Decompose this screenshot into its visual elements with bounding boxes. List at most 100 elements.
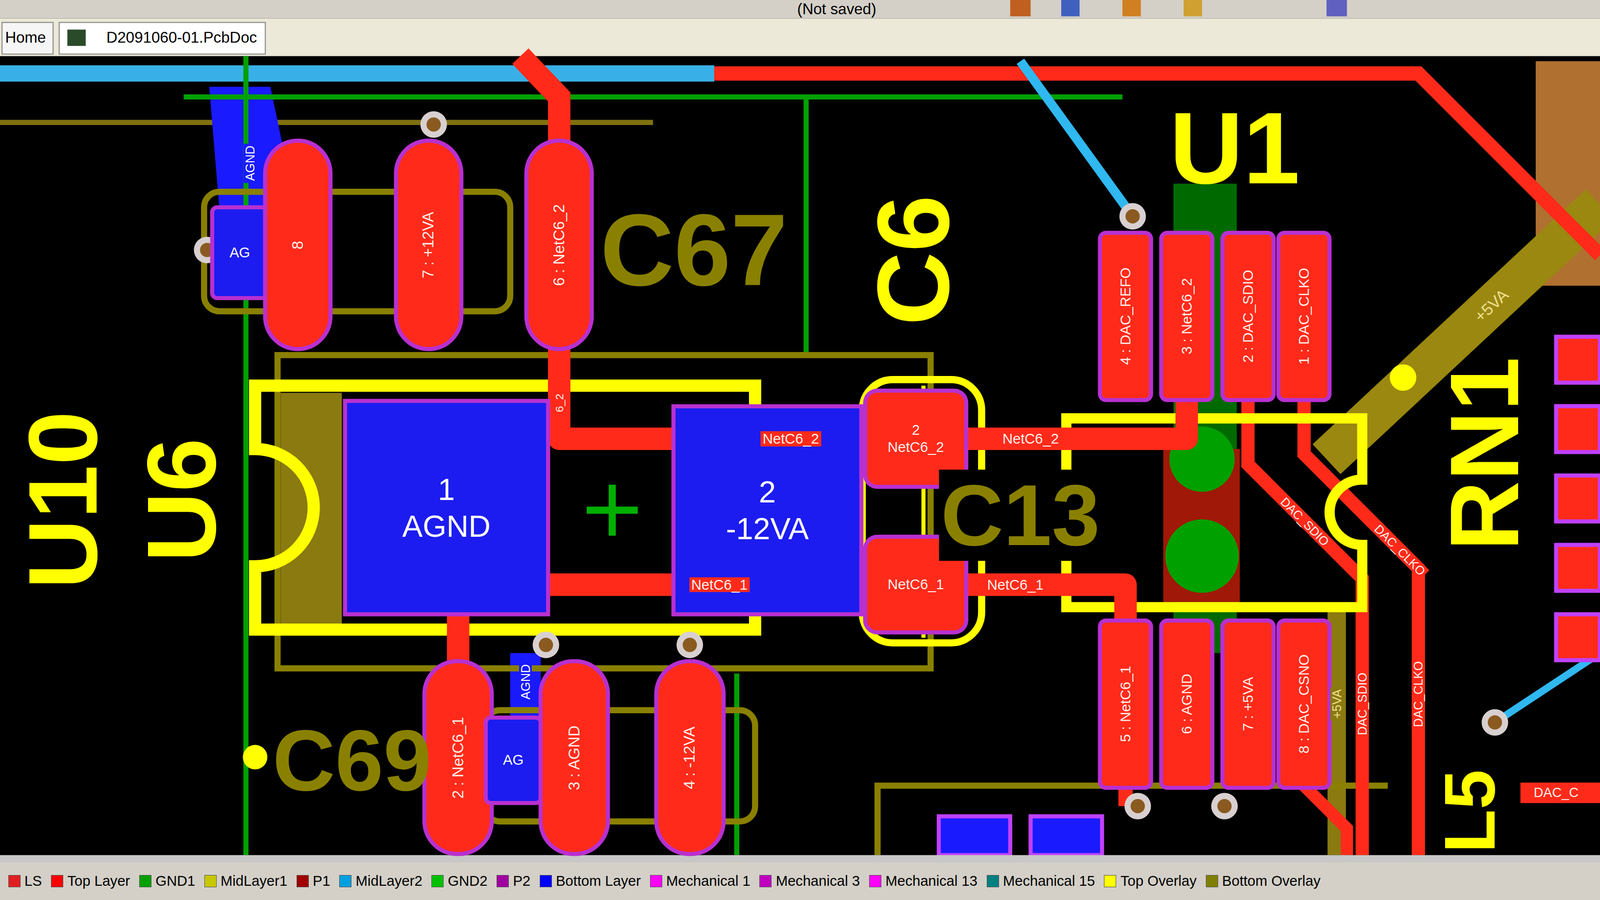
net-label: NetC6_1 [985, 576, 1046, 593]
copper-trace [964, 398, 1187, 439]
pad-label: 4 : -12VA [680, 724, 699, 792]
pad-label: 2 : DAC_SDIO [1239, 267, 1257, 365]
layer-tab: Bottom Layer [539, 873, 641, 890]
designator: RN1 [1433, 357, 1536, 552]
layer-name: P1 [312, 873, 331, 890]
designator: C13 [938, 469, 1102, 561]
net-label: NetC6_2 [760, 431, 822, 447]
layer-swatch [431, 875, 444, 888]
pad-label: 6 : NetC6_2 [550, 201, 569, 288]
layer-tab: Mechanical 13 [869, 873, 978, 890]
net-label: AGND [519, 661, 532, 701]
net-label: NetC6_2 [1000, 431, 1061, 447]
ic-pad: 3 : NetC6_2 [1163, 234, 1211, 399]
designator: U1 [1169, 94, 1300, 202]
soic-pad: 6 : NetC6_2 [528, 142, 590, 347]
tab-label: Home [4, 29, 46, 47]
layer-tab: Top Overlay [1103, 873, 1197, 890]
capacitor-pad: 1AGND [347, 402, 547, 613]
pad-label: 3 : NetC6_2 [1177, 275, 1196, 357]
pad-label: AGND [400, 507, 493, 545]
layer-swatch [204, 875, 217, 888]
layer-name: Bottom Overlay [1222, 873, 1321, 890]
net-label: 6_2 [553, 391, 566, 415]
layer-swatch [496, 875, 509, 888]
layer-tab: Mechanical 3 [759, 873, 860, 890]
bottom-pad: AG [487, 719, 539, 802]
status-label: (Not saved) [797, 0, 876, 18]
layer-tab: Bottom Overlay [1205, 873, 1321, 890]
pad-label: -12VA [724, 510, 811, 548]
pad-label: 7 : +5VA [1239, 675, 1257, 734]
layer-tab: Top Layer [50, 873, 130, 890]
layer-swatch [650, 875, 663, 888]
layer-swatch [50, 875, 64, 888]
layer-name: Mechanical 3 [775, 873, 861, 890]
layer-swatch [1103, 875, 1117, 888]
pad-label: 3 : AGND [565, 723, 584, 793]
soic-pad: 7 : +12VA [398, 142, 460, 347]
net-label: DAC_C [1531, 785, 1581, 800]
layer-tab: Mechanical 15 [986, 873, 1096, 890]
layer-tab: MidLayer2 [339, 873, 423, 890]
layer-name: LS [24, 873, 43, 890]
layer-swatch [339, 875, 352, 888]
net-label: +5VA [1330, 687, 1344, 721]
pad-label: 8 [288, 238, 307, 252]
soic-pad: 4 : -12VA [658, 663, 722, 852]
pad-label: 8 : DAC_CSNO [1295, 652, 1313, 756]
pad-label: 2 : NetC6_1 [449, 714, 468, 801]
layer-tab-bar: LSTop LayerGND1MidLayer1P1MidLayer2GND2P… [0, 862, 1600, 900]
layer-swatch [296, 875, 309, 888]
pad-label: 5 : NetC6_1 [1117, 663, 1135, 745]
layer-swatch [986, 875, 1000, 888]
layer-name: MidLayer2 [355, 873, 423, 890]
layer-swatch [1205, 875, 1219, 888]
net-label: +5VA [1470, 285, 1514, 328]
designator: C6 [859, 195, 968, 326]
designator: L5 [1431, 769, 1507, 853]
pad-label: 4 : DAC_REFO [1117, 265, 1135, 368]
net-label: DAC_CLKO [1370, 520, 1430, 580]
pad-label: 6 : AGND [1177, 672, 1196, 737]
layer-name: Mechanical 15 [1002, 873, 1096, 890]
ic-pad: 6 : AGND [1163, 622, 1211, 786]
ic-pad: 8 : DAC_CSNO [1280, 622, 1328, 786]
soic-pad: 3 : AGND [542, 663, 606, 852]
ic-pad: 1 : DAC_CLKO [1280, 234, 1328, 399]
layer-name: Mechanical 1 [666, 873, 751, 890]
designator: C67 [600, 196, 788, 304]
layer-name: Bottom Layer [555, 873, 641, 890]
pad-label: AG [500, 751, 526, 769]
layer-name: MidLayer1 [220, 873, 288, 890]
layer-swatch [759, 875, 772, 888]
layer-name: Top Layer [67, 873, 130, 890]
soic-pad: 2 : NetC6_1 [426, 663, 490, 852]
pad-label: NetC6_1 [885, 575, 947, 594]
layer-tab: LS [8, 873, 43, 890]
layer-swatch [8, 875, 21, 888]
layer-tab: P1 [296, 873, 331, 890]
ic-pad: 4 : DAC_REFO [1101, 234, 1150, 399]
pad-label: 7 : +12VA [419, 209, 438, 281]
layer-tab: MidLayer1 [204, 873, 288, 890]
net-label: NetC6_1 [689, 576, 750, 593]
layer-name: GND2 [448, 873, 488, 890]
pad-label: 2 [756, 473, 778, 511]
soic-pad: 8 [267, 142, 329, 347]
net-label: DAC_SDIO [1355, 670, 1369, 738]
layer-name: P2 [512, 873, 531, 890]
net-label: AGND [243, 143, 257, 183]
ic-pad: 7 : +5VA [1224, 622, 1272, 786]
layer-tab: Mechanical 1 [650, 873, 751, 890]
pad-label: AG [227, 244, 252, 262]
layer-tab: P2 [496, 873, 531, 890]
pad-label: 1 : DAC_CLKO [1295, 265, 1313, 367]
layer-name: Mechanical 13 [885, 873, 978, 890]
pad-label: 2 [909, 421, 923, 439]
pad-label: NetC6_2 [885, 438, 947, 456]
net-label: DAC_SDIO [1276, 493, 1334, 550]
ic-pad: 2 : DAC_SDIO [1224, 234, 1272, 399]
layer-tab: GND2 [431, 873, 488, 890]
layer-swatch [539, 875, 552, 888]
